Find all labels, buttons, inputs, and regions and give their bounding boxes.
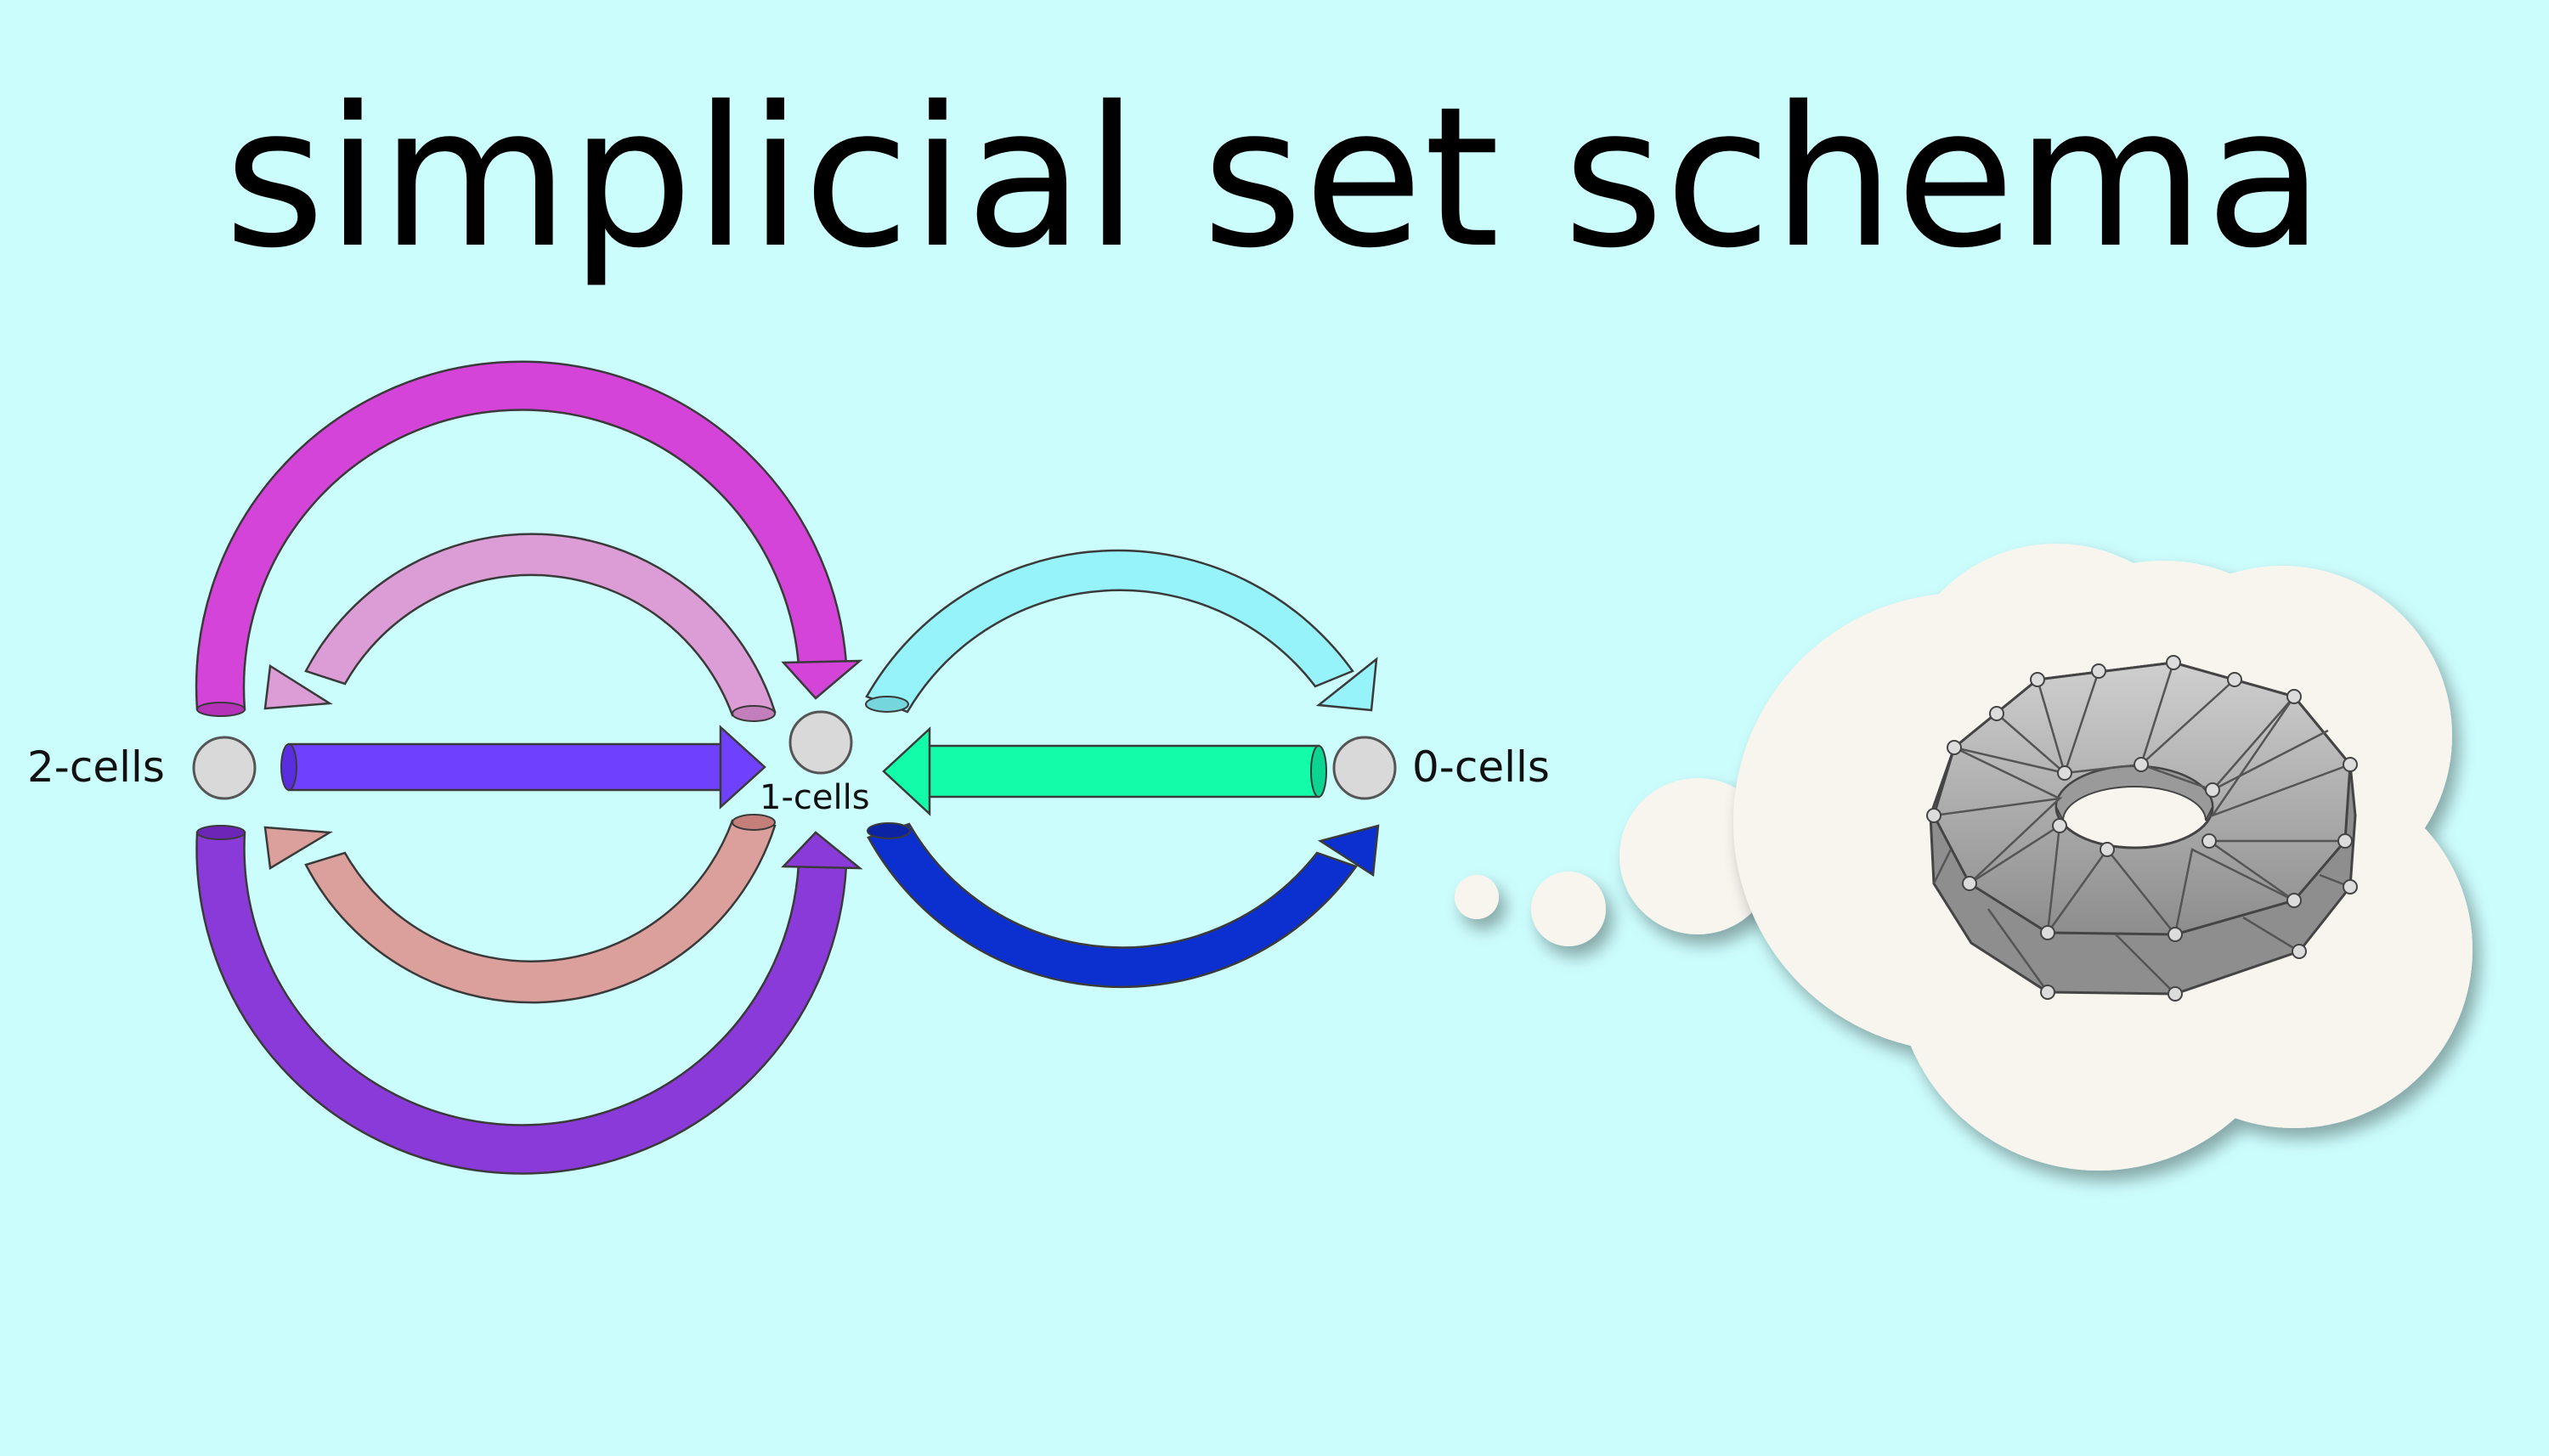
page-title: simplicial set schema — [223, 65, 2326, 291]
node-two-cells — [192, 736, 257, 800]
arrow-bottom-right — [867, 822, 1380, 989]
arrow-top-outer — [195, 360, 863, 717]
arrow-bottom-outer — [195, 825, 863, 1175]
node-one-cells — [788, 710, 853, 775]
label-two-cells: 2-cells — [27, 742, 165, 792]
label-zero-cells: 0-cells — [1412, 742, 1550, 792]
arrow-middle-right — [882, 726, 1327, 816]
torus-mesh-icon — [1926, 655, 2358, 1002]
arrow-bottom-inner — [263, 814, 777, 1004]
arrow-top-inner — [263, 533, 777, 722]
node-zero-cells — [1332, 736, 1397, 800]
arrow-top-right — [865, 549, 1378, 714]
arrow-middle-left — [280, 725, 766, 810]
label-one-cells: 1-cells — [760, 778, 870, 817]
thought-trail — [1455, 778, 1776, 946]
